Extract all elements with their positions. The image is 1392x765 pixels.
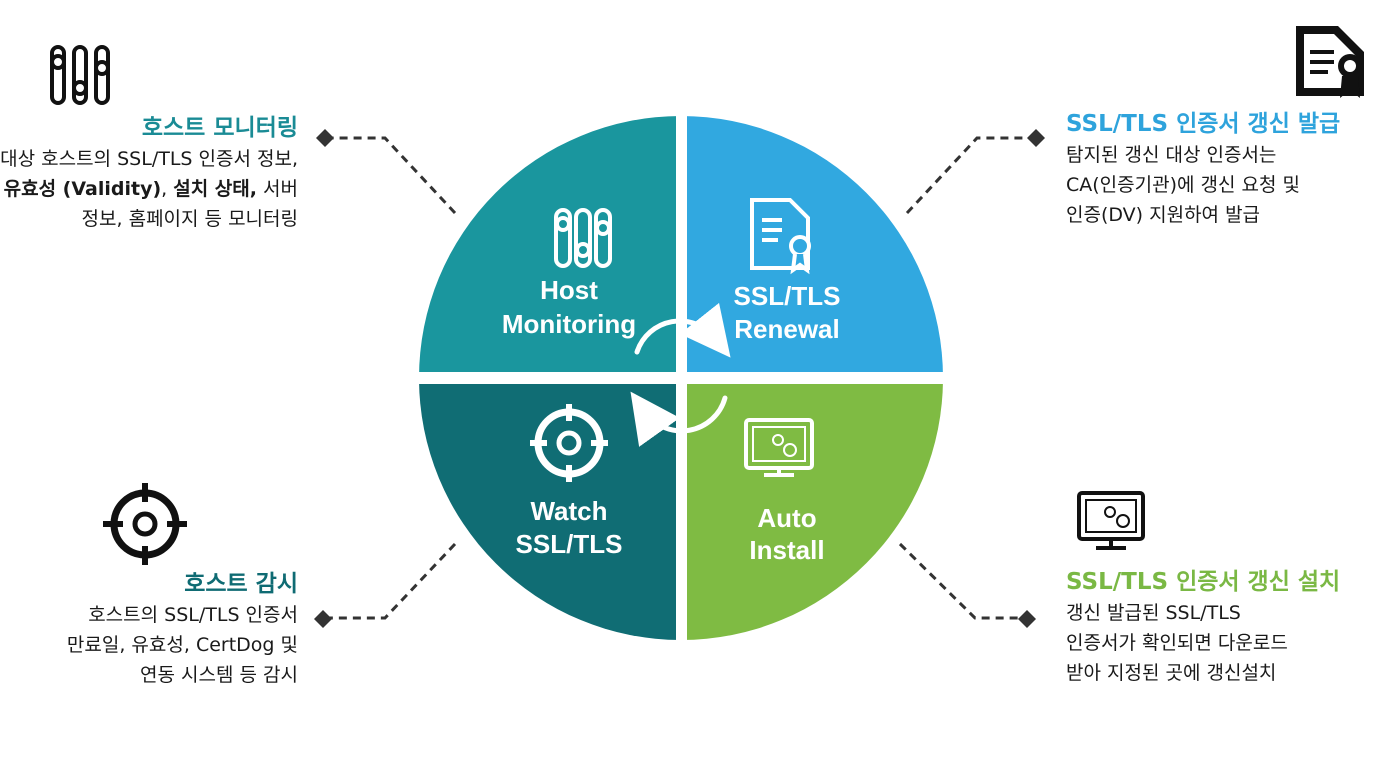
crosshair-icon bbox=[103, 483, 187, 565]
host-watch-line-3: 연동 시스템 등 감시 bbox=[140, 664, 298, 686]
connector-diamond-watch-ssl bbox=[314, 610, 332, 628]
ssl-renewal-line-1: 탐지된 갱신 대상 인증서는 bbox=[1066, 144, 1277, 166]
sliders-icon bbox=[554, 208, 612, 268]
auto-install-label-2: Install bbox=[749, 535, 824, 565]
connector-diamond-ssl-renewal bbox=[1027, 129, 1045, 147]
host-watch-line-1: 호스트의 SSL/TLS 인증서 bbox=[88, 604, 298, 626]
connector-host-monitoring bbox=[328, 136, 457, 215]
watch-ssl-label-2: SSL/TLS bbox=[516, 529, 623, 559]
monitor-gear-icon bbox=[744, 418, 814, 477]
ssl-renewal-line-3: 인증(DV) 지원하여 발급 bbox=[1066, 204, 1261, 226]
certificate-icon bbox=[1296, 26, 1364, 98]
watch-ssl-label-1: Watch bbox=[530, 496, 607, 526]
host-monitoring-install-status: 설치 상태, bbox=[173, 178, 257, 200]
host-monitoring-text-2: , bbox=[161, 178, 174, 200]
sliders-icon bbox=[50, 45, 110, 105]
auto-install-title: SSL/TLS 인증서 갱신 설치 bbox=[1066, 569, 1341, 595]
host-monitoring-body: 대상 호스트의 SSL/TLS 인증서 정보, 유효성 (Validity), … bbox=[0, 144, 298, 234]
connector-diamond-auto-install bbox=[1018, 610, 1036, 628]
certificate-icon bbox=[750, 198, 811, 275]
ssl-renewal-desc: SSL/TLS 인증서 갱신 발급 탐지된 갱신 대상 인증서는 CA(인증기관… bbox=[1066, 108, 1386, 230]
auto-install-label-1: Auto bbox=[757, 503, 816, 533]
host-watch-desc: 호스트 감시 호스트의 SSL/TLS 인증서 만료일, 유효성, CertDo… bbox=[0, 568, 298, 690]
ssl-renewal-title: SSL/TLS 인증서 갱신 발급 bbox=[1066, 111, 1341, 137]
crosshair-icon bbox=[530, 404, 608, 482]
connector-auto-install bbox=[898, 542, 1026, 620]
ssl-renewal-label-2: Renewal bbox=[734, 314, 840, 344]
host-monitoring-validity: 유효성 (Validity) bbox=[3, 178, 162, 200]
host-watch-title: 호스트 감시 bbox=[184, 571, 298, 597]
connector-watch-ssl bbox=[328, 542, 457, 620]
host-monitoring-title: 호스트 모니터링 bbox=[141, 115, 298, 141]
ssl-renewal-label-1: SSL/TLS bbox=[734, 281, 841, 311]
ssl-renewal-line-2: CA(인증기관)에 갱신 요청 및 bbox=[1066, 174, 1301, 196]
quadrant-auto-install bbox=[687, 384, 943, 640]
connector-ssl-renewal bbox=[905, 136, 1034, 215]
auto-install-desc: SSL/TLS 인증서 갱신 설치 갱신 발급된 SSL/TLS 인증서가 확인… bbox=[1066, 566, 1386, 688]
host-monitoring-text-1: 대상 호스트의 SSL/TLS 인증서 정보, bbox=[0, 148, 298, 170]
auto-install-line-3: 받아 지정된 곳에 갱신설치 bbox=[1066, 662, 1277, 684]
host-monitoring-desc: 호스트 모니터링 대상 호스트의 SSL/TLS 인증서 정보, 유효성 (Va… bbox=[0, 112, 298, 234]
monitor-gear-icon bbox=[1077, 491, 1145, 550]
auto-install-line-2: 인증서가 확인되면 다운로드 bbox=[1066, 632, 1288, 654]
host-monitoring-label-2: Monitoring bbox=[502, 309, 636, 339]
cycle-arrows-icon bbox=[630, 302, 731, 447]
host-monitoring-label-1: Host bbox=[540, 275, 598, 305]
host-watch-line-2: 만료일, 유효성, CertDog 및 bbox=[66, 634, 298, 656]
host-monitoring-text-3: 서버 정보, 홈페이지 등 모니터링 bbox=[81, 178, 298, 230]
connector-diamond-host-monitoring bbox=[316, 129, 334, 147]
auto-install-line-1: 갱신 발급된 SSL/TLS bbox=[1066, 602, 1241, 624]
